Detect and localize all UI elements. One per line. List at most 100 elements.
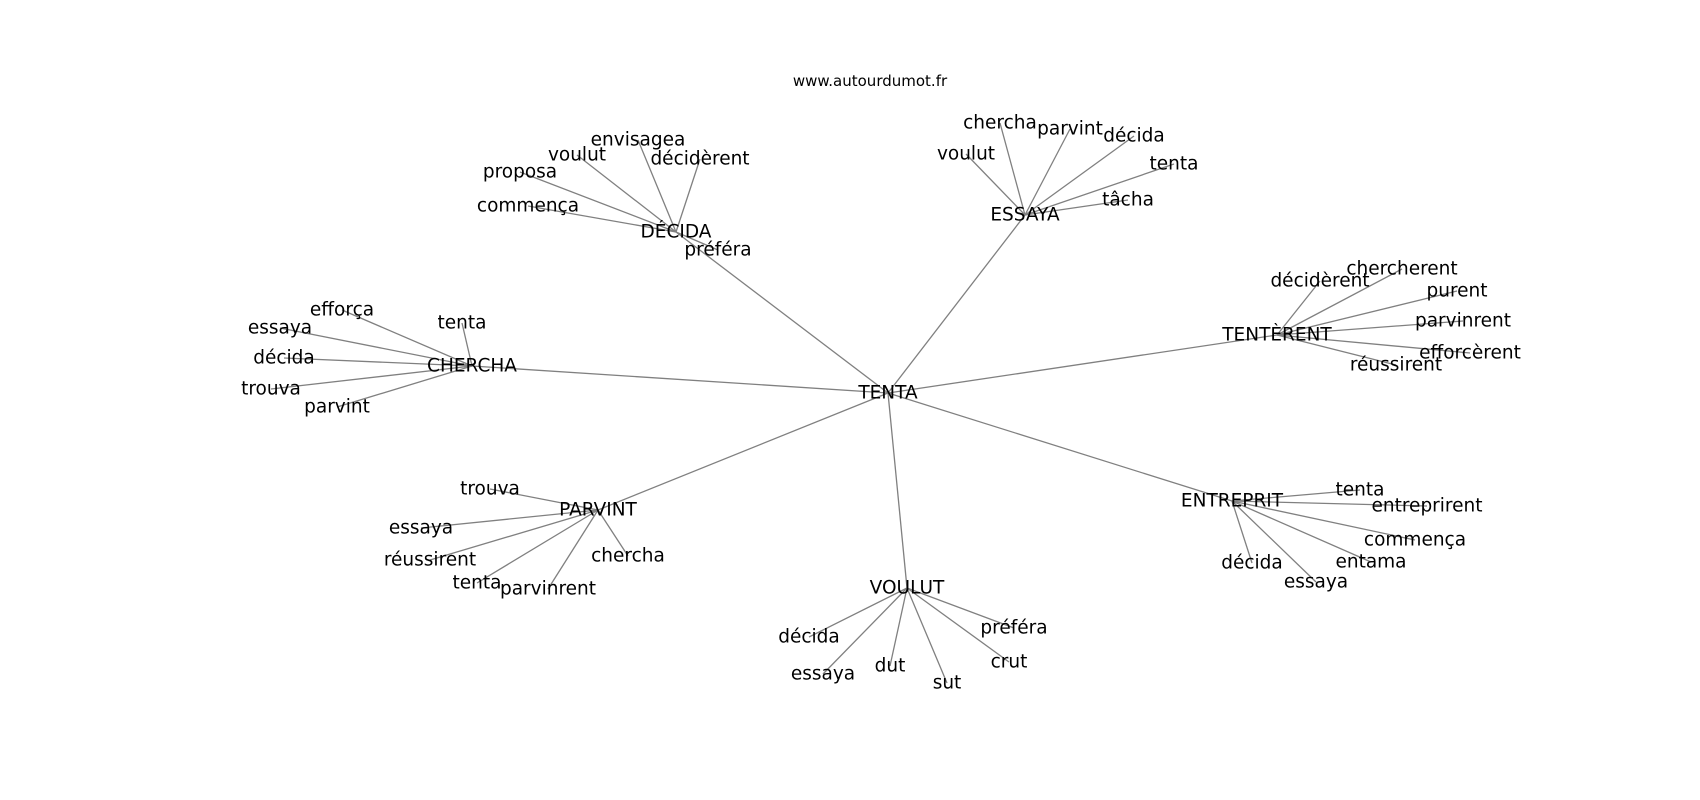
leaf-node-label: parvint: [304, 397, 370, 418]
leaf-node-label: chercha: [963, 113, 1037, 134]
edge-hub-to-leaf: [461, 322, 473, 367]
leaf-node-label: tenta: [453, 573, 502, 594]
site-credit: www.autourdumot.fr: [792, 72, 948, 90]
leaf-node-label: décida: [1103, 126, 1165, 147]
edge-hub-to-leaf: [808, 587, 908, 638]
edge-hub-to-leaf: [597, 509, 629, 557]
leaf-node-label: chercherent: [1346, 259, 1457, 280]
edge-hub-to-leaf: [1231, 500, 1372, 563]
leaf-node-label: purent: [1426, 281, 1487, 302]
edge-hub-to-leaf: [822, 587, 908, 675]
edge-hub-to-leaf: [906, 587, 1010, 663]
leaf-node-label: chercha: [591, 546, 665, 567]
leaf-node-label: décidèrent: [650, 149, 749, 170]
edge-hub-to-leaf: [1276, 334, 1397, 366]
edge-hub-to-leaf: [1276, 334, 1471, 354]
edge-hub-to-leaf: [1024, 163, 1175, 216]
leaf-node-label: préféra: [980, 618, 1047, 639]
edge-hub-to-leaf: [1231, 489, 1361, 502]
graph-edges: [270, 122, 1471, 684]
hub-node-label: PARVINT: [559, 500, 637, 521]
leaf-node-label: tenta: [1150, 154, 1199, 175]
hub-node-label: ESSAYA: [990, 205, 1060, 226]
edge-hub-to-leaf: [283, 357, 473, 367]
leaf-node-label: préféra: [684, 240, 751, 261]
leaf-node-label: dut: [875, 656, 906, 677]
edge-hub-to-leaf: [476, 509, 599, 584]
edge-hub-to-leaf: [1024, 128, 1071, 216]
hub-node-label: TENTÈRENT: [1221, 324, 1332, 346]
edge-hub-to-leaf: [637, 139, 677, 233]
leaf-node-label: essaya: [248, 318, 312, 339]
leaf-node-label: décida: [778, 627, 840, 648]
edge-hub-to-leaf: [1231, 500, 1253, 564]
edge-root-to-hub: [887, 392, 908, 589]
leaf-node-label: commença: [477, 196, 579, 217]
leaf-node-label: sut: [933, 673, 962, 694]
leaf-node-label: décida: [253, 348, 315, 369]
leaf-node-label: réussirent: [384, 550, 476, 571]
hub-node-label: VOULUT: [870, 578, 945, 599]
leaf-node-label: commença: [1364, 530, 1466, 551]
edge-hub-to-leaf: [1276, 320, 1464, 336]
edge-hub-to-leaf: [1024, 199, 1129, 216]
edge-hub-to-leaf: [1231, 500, 1428, 507]
edge-root-to-hub: [887, 214, 1026, 394]
hub-node-label: CHERCHA: [427, 356, 517, 377]
edge-hub-to-leaf: [1276, 268, 1403, 336]
hub-node-label: DÉCIDA: [641, 221, 712, 243]
edge-hub-to-leaf: [1024, 135, 1135, 216]
leaf-node-label: décida: [1221, 553, 1283, 574]
edge-hub-to-leaf: [675, 158, 701, 233]
edge-hub-to-leaf: [429, 509, 599, 561]
edge-hub-to-leaf: [270, 365, 473, 390]
leaf-node-label: voulut: [937, 144, 995, 165]
edge-root-to-hub: [887, 334, 1278, 394]
leaf-node-label: essaya: [791, 664, 855, 685]
leaf-node-label: tenta: [1336, 480, 1385, 501]
leaf-node-label: entreprirent: [1372, 496, 1483, 517]
edge-root-to-hub: [597, 392, 889, 511]
edge-hub-to-leaf: [547, 509, 599, 590]
edge-hub-to-leaf: [1231, 500, 1317, 583]
leaf-node-label: trouva: [460, 479, 520, 500]
edge-hub-to-leaf: [489, 488, 599, 511]
edge-hub-to-leaf: [341, 309, 473, 367]
edge-root-to-hub: [887, 392, 1233, 502]
leaf-node-label: tâcha: [1102, 190, 1154, 211]
edge-hub-to-leaf: [420, 509, 599, 529]
leaf-node-label: envisagea: [591, 130, 686, 151]
leaf-node-label: trouva: [241, 379, 301, 400]
leaf-node-label: parvinrent: [1415, 311, 1511, 332]
leaf-node-label: efforcèrent: [1419, 343, 1521, 364]
hub-node-label: ENTREPRIT: [1181, 491, 1284, 512]
edge-hub-to-leaf: [906, 587, 948, 684]
edge-hub-to-leaf: [999, 122, 1026, 216]
leaf-node-label: efforça: [310, 300, 374, 321]
leaf-node-label: entama: [1335, 552, 1406, 573]
edge-hub-to-leaf: [527, 205, 677, 233]
edge-hub-to-leaf: [279, 327, 473, 367]
edge-hub-to-leaf: [1276, 290, 1458, 336]
edge-root-to-hub: [471, 365, 889, 394]
leaf-node-label: crut: [991, 652, 1028, 673]
edge-hub-to-leaf: [965, 153, 1026, 216]
leaf-node-label: décidèrent: [1270, 271, 1369, 292]
leaf-node-label: tenta: [438, 313, 487, 334]
edge-hub-to-leaf: [1276, 280, 1321, 336]
leaf-node-label: voulut: [548, 145, 606, 166]
edge-hub-to-leaf: [675, 231, 719, 251]
edge-hub-to-leaf: [336, 365, 473, 408]
leaf-node-label: essaya: [1284, 572, 1348, 593]
root-node-label: TENTA: [857, 383, 918, 404]
leaf-node-label: parvinrent: [500, 579, 596, 600]
edge-hub-to-leaf: [906, 587, 1015, 629]
edge-hub-to-leaf: [519, 171, 677, 233]
leaf-node-label: parvint: [1037, 119, 1103, 140]
leaf-node-label: réussirent: [1350, 355, 1442, 376]
leaf-node-label: essaya: [389, 518, 453, 539]
edge-hub-to-leaf: [1231, 500, 1416, 541]
leaf-node-label: proposa: [483, 162, 557, 183]
edge-hub-to-leaf: [576, 154, 677, 233]
